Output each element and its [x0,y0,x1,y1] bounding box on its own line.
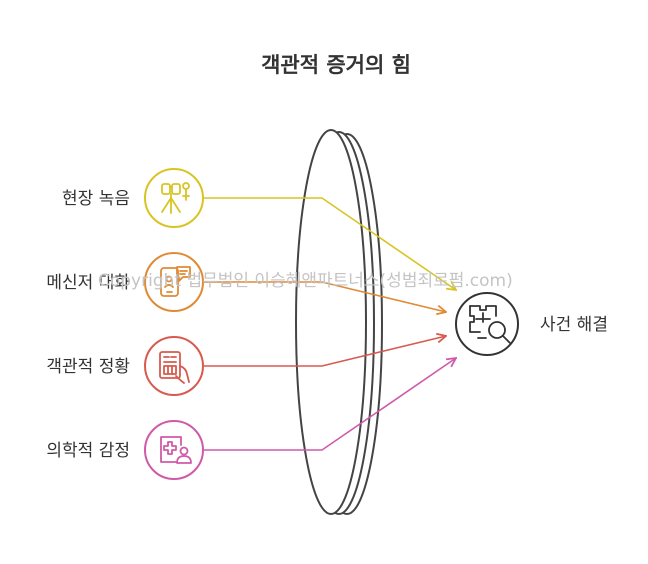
arrow-messenger [204,281,446,312]
arrow-field-recording [204,197,456,290]
label-field-recording: 현장 녹음 [62,189,130,209]
label-messenger: 메신저 대화 [46,273,130,293]
label-medical: 의학적 감정 [46,441,130,461]
input-medical: 의학적 감정 [46,420,204,480]
label-objective: 객관적 정황 [46,357,130,377]
result-label: 사건 해결 [540,315,608,335]
result-node: 사건 해결 [455,292,608,356]
arrow-objective [204,336,446,367]
input-objective: 객관적 정황 [46,336,204,396]
connectors [204,197,456,451]
input-messenger: 메신저 대화 [46,252,204,312]
medical-person-icon [160,436,192,464]
binoculars-tripod-icon [161,182,190,214]
document-hand-icon [159,351,190,384]
lens [295,129,383,515]
watermark: Copyright 법무법인 이승혜앤파트너스(성범죄로펌.com) [98,271,513,291]
input-field-recording: 현장 녹음 [62,168,204,228]
puzzle-magnifier-icon [469,305,511,344]
phone-chat-icon [160,266,191,297]
arrow-medical [204,358,456,451]
page-title: 객관적 증거의 힘 [261,53,411,77]
